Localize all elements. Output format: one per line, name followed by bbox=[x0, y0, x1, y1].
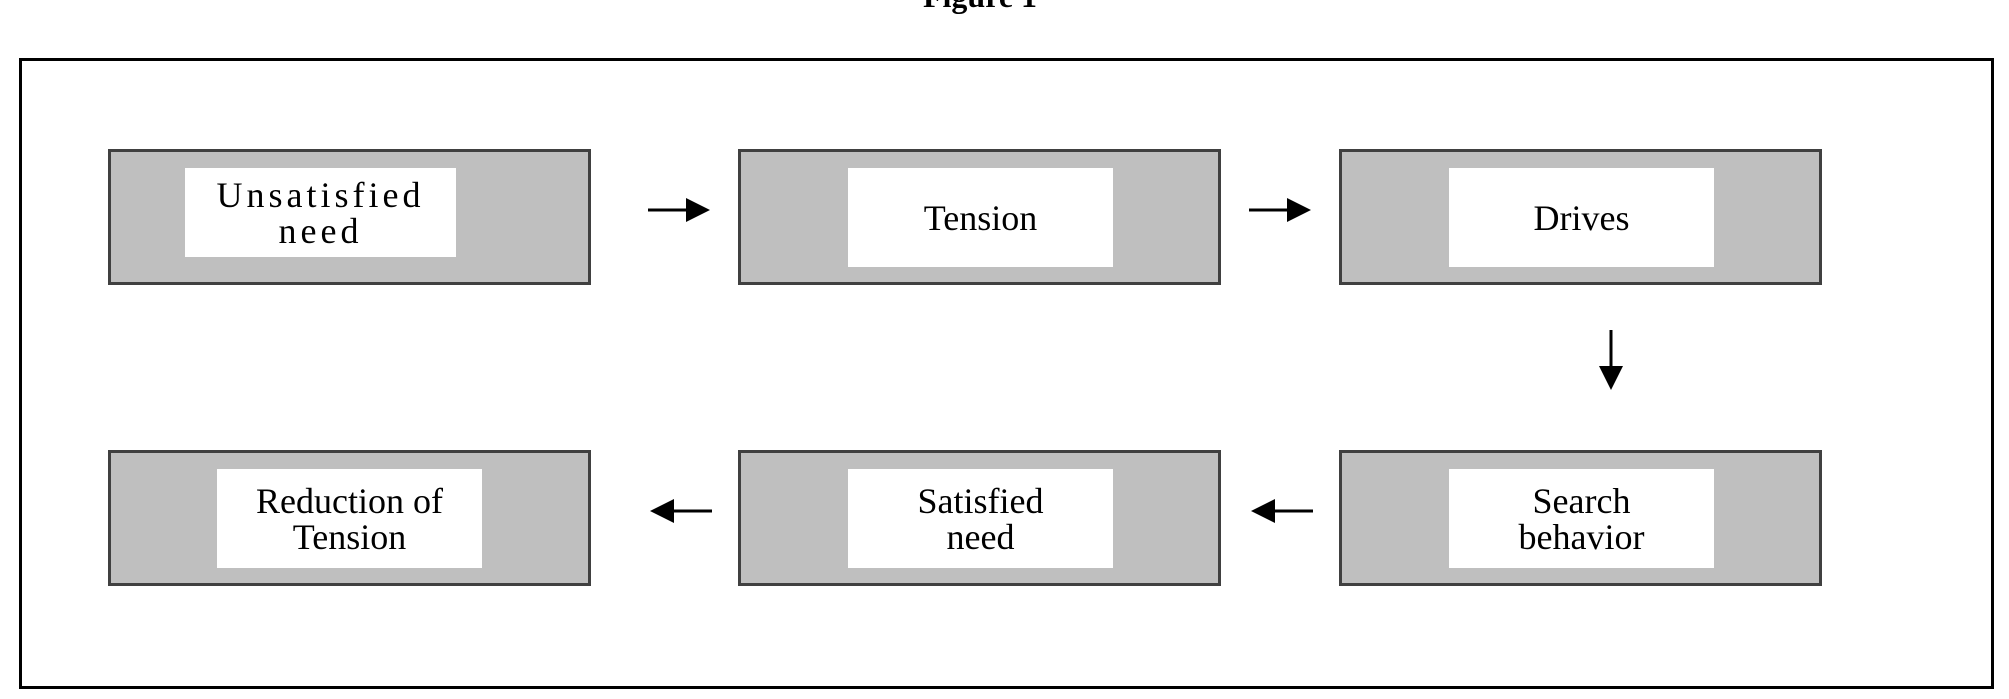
diagram-frame bbox=[19, 58, 1994, 689]
node-tension: Tension bbox=[738, 149, 1221, 285]
node-label: Tension bbox=[923, 197, 1038, 238]
node-label-box: Drives bbox=[1449, 168, 1714, 267]
node-reduction-of-tension: Reduction of Tension bbox=[108, 450, 591, 586]
arrow-right-icon bbox=[648, 198, 710, 222]
node-label: Satisfied need bbox=[917, 480, 1044, 557]
arrow-left-icon bbox=[650, 499, 712, 523]
node-label: Unsatisfied need bbox=[216, 174, 425, 251]
figure-title: Figure 1 bbox=[0, 0, 1960, 14]
node-label-box: Satisfied need bbox=[848, 469, 1113, 568]
node-label-box: Reduction of Tension bbox=[217, 469, 482, 568]
node-unsatisfied-need: Unsatisfied need bbox=[108, 149, 591, 285]
node-label-box: Unsatisfied need bbox=[185, 168, 456, 257]
node-label: Drives bbox=[1533, 197, 1630, 238]
node-label: Reduction of Tension bbox=[256, 480, 443, 557]
node-search-behavior: Search behavior bbox=[1339, 450, 1822, 586]
node-drives: Drives bbox=[1339, 149, 1822, 285]
node-label-box: Search behavior bbox=[1449, 469, 1714, 568]
arrow-down-icon bbox=[1599, 330, 1623, 390]
arrow-right-icon bbox=[1249, 198, 1311, 222]
node-satisfied-need: Satisfied need bbox=[738, 450, 1221, 586]
arrow-left-icon bbox=[1251, 499, 1313, 523]
node-label-box: Tension bbox=[848, 168, 1113, 267]
node-label: Search behavior bbox=[1518, 480, 1645, 557]
